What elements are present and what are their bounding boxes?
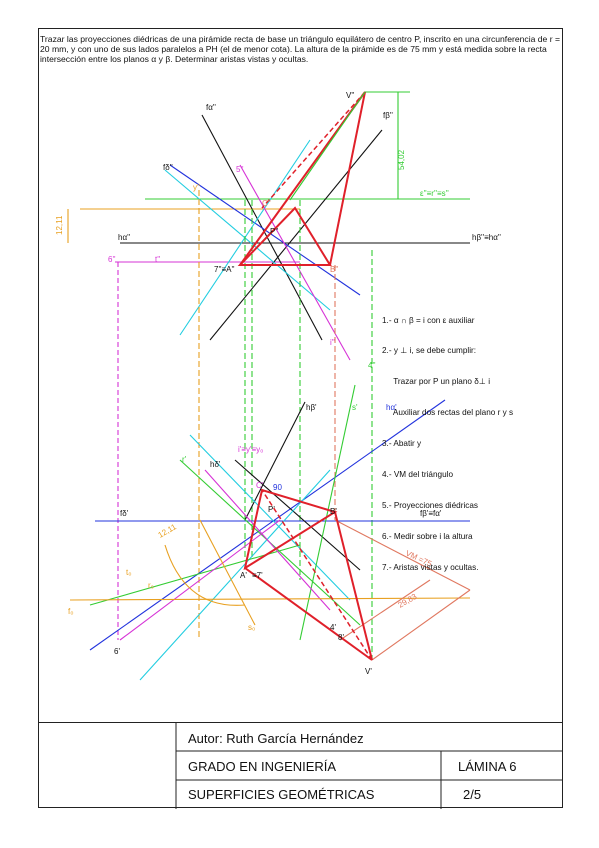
cyan-3 bbox=[189, 434, 351, 601]
label-8p: 8' bbox=[338, 633, 344, 642]
step-1: 1.- α ∩ β = i con ε auxiliar bbox=[382, 315, 475, 325]
fb2-trace bbox=[209, 129, 383, 341]
green-2 bbox=[299, 384, 356, 641]
step-2a: Trazar por P un plano δ⊥ i bbox=[382, 377, 491, 387]
label-6: 6'' bbox=[108, 255, 116, 264]
label-P2: P'' bbox=[270, 227, 279, 236]
edge-VA2 bbox=[239, 91, 366, 266]
label-i2: i'' bbox=[330, 338, 335, 347]
label-yeq: i'≡y'≡y₀ bbox=[238, 445, 264, 454]
label-fb2: fβ'' bbox=[383, 111, 393, 120]
orange-arc bbox=[164, 544, 246, 606]
label-4p: 4' bbox=[330, 623, 336, 632]
edge-VA1 bbox=[244, 567, 373, 661]
page-number: 2/5 bbox=[463, 787, 482, 802]
subject: SUPERFICIES GEOMÉTRICAS bbox=[188, 787, 375, 802]
label-90b: 90 bbox=[273, 483, 282, 492]
label-r1: r' bbox=[182, 455, 187, 464]
label-fb1: fβ'≡fα' bbox=[420, 509, 442, 518]
label-n4: 4'' bbox=[368, 361, 376, 370]
label-s1: s' bbox=[352, 403, 358, 412]
label-hd1: hδ' bbox=[210, 460, 221, 469]
step-4: 4.- VM del triángulo bbox=[382, 470, 453, 480]
green-apex bbox=[289, 91, 366, 201]
label-y2: y'' bbox=[193, 183, 201, 192]
label-t2: t'' bbox=[155, 255, 161, 264]
vm-line bbox=[334, 519, 471, 591]
edge-VC1 bbox=[261, 489, 373, 661]
label-n5: 5'' bbox=[236, 165, 244, 174]
step-2: 2.- y ⊥ i, se debe cumplir: bbox=[382, 346, 477, 356]
label-n7: ≡7' bbox=[252, 571, 263, 580]
label-V2: V'' bbox=[346, 91, 355, 100]
labels: V'' fα'' fβ'' fδ'' 5'' y'' ε''≡r''≡s'' h… bbox=[55, 91, 501, 676]
edge-VB2 bbox=[329, 91, 366, 266]
step-7: 7.- Aristas vistas y ocultas. bbox=[382, 562, 479, 572]
label-C2: C'' bbox=[262, 199, 271, 208]
label-hab: hβ''≡hα'' bbox=[472, 233, 501, 242]
hd1-trace bbox=[234, 459, 361, 571]
label-dim1: 54,02 bbox=[397, 149, 406, 170]
label-A2: 7''≡A'' bbox=[214, 265, 235, 274]
label-A1: A' bbox=[240, 571, 247, 580]
problem-statement: Trazar las proyecciones diédricas de una… bbox=[40, 34, 560, 64]
edge-VC2 bbox=[261, 91, 366, 209]
step-6: 6.- Medir sobre i la altura bbox=[382, 531, 473, 541]
author: Autor: Ruth García Hernández bbox=[188, 731, 364, 746]
hb1-trace bbox=[244, 401, 306, 521]
sheet-number: LÁMINA 6 bbox=[458, 759, 517, 774]
label-s0: s₀ bbox=[248, 623, 255, 632]
label-B2: B'' bbox=[330, 265, 339, 274]
label-f0: f₀ bbox=[68, 607, 74, 616]
label-ha1: hα' bbox=[386, 403, 397, 412]
steps-list: 1.- α ∩ β = i con ε auxiliar 2.- y ⊥ i, … bbox=[382, 295, 513, 583]
lower-projection bbox=[69, 384, 471, 681]
step-2b: Auxiliar dos rectas del plano r y s bbox=[382, 408, 514, 418]
label-C1: C' bbox=[256, 481, 264, 490]
magenta-2 bbox=[204, 469, 331, 611]
pyramid-base-lower bbox=[243, 488, 338, 571]
cyan-1 bbox=[164, 169, 331, 311]
label-6p: 6' bbox=[114, 647, 120, 656]
degree: GRADO EN INGENIERÍA bbox=[188, 759, 337, 774]
sheet-frame bbox=[38, 28, 563, 808]
label-t0: t₀ bbox=[126, 568, 132, 577]
step-3: 3.- Abatir y bbox=[382, 439, 422, 449]
label-hb1: hβ' bbox=[306, 403, 317, 412]
edge-VB1 bbox=[334, 511, 373, 661]
title-block: Autor: Ruth García Hernández GRADO EN IN… bbox=[38, 722, 563, 809]
dim-29 bbox=[339, 579, 431, 641]
ha1-trace bbox=[89, 399, 446, 651]
pyramid-base-upper bbox=[237, 206, 332, 266]
label-ha2: hα'' bbox=[118, 233, 131, 242]
label-B1: B' bbox=[330, 507, 337, 516]
label-dim2: 12,11 bbox=[55, 215, 64, 235]
cyan-4 bbox=[139, 469, 331, 681]
label-fa2: fα'' bbox=[206, 103, 216, 112]
label-fd1: fδ' bbox=[120, 509, 129, 518]
orange-2 bbox=[199, 519, 256, 626]
vm-line-2 bbox=[371, 589, 471, 661]
label-V1: V' bbox=[365, 667, 372, 676]
label-P1: P' bbox=[268, 505, 275, 514]
step-5: 5.- Proyecciones diédricas bbox=[382, 500, 479, 510]
label-eps: ε''≡r''≡s'' bbox=[420, 189, 449, 198]
label-r0: r₀ bbox=[148, 581, 154, 590]
magenta-i bbox=[239, 164, 351, 361]
title-block-grid bbox=[175, 723, 563, 809]
magenta-3 bbox=[119, 519, 281, 641]
label-fd2: fδ'' bbox=[163, 163, 173, 172]
